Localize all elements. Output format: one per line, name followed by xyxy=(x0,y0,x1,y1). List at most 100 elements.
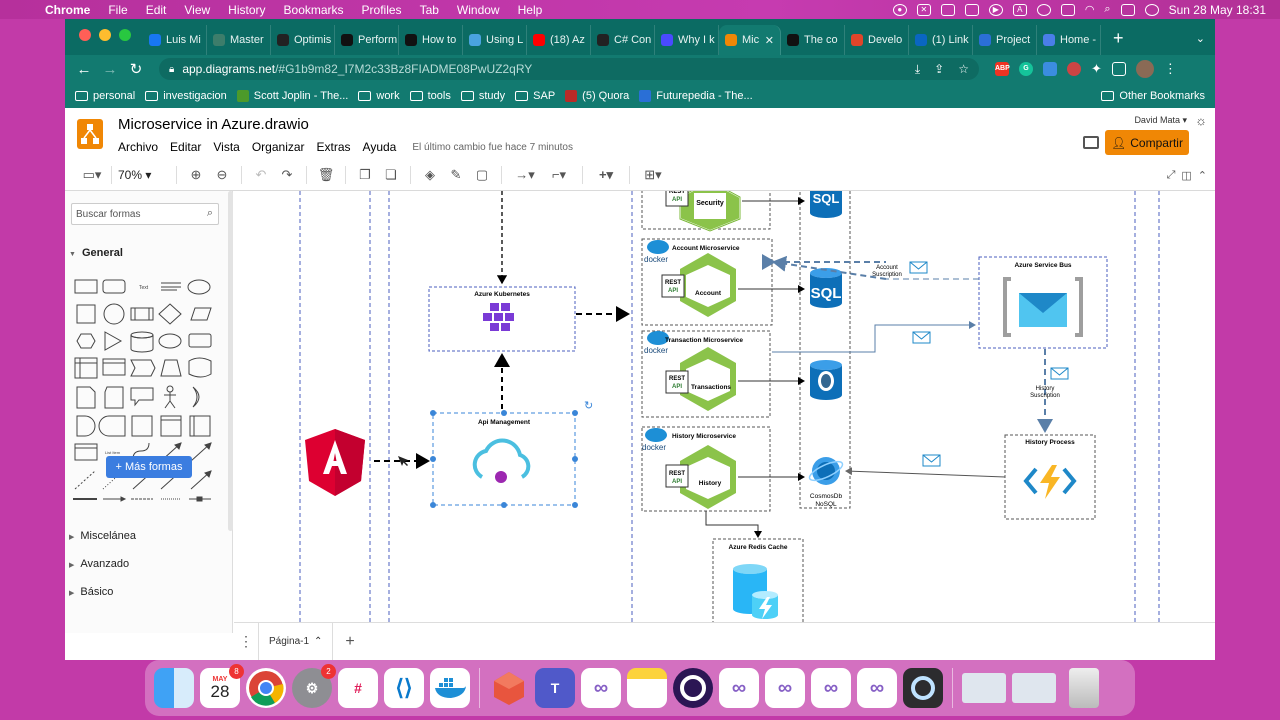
reload-icon[interactable]: ↻ xyxy=(129,61,143,78)
shadow-icon[interactable]: ▢ xyxy=(475,167,489,182)
database-column[interactable] xyxy=(799,191,851,509)
new-tab-button[interactable]: + xyxy=(1113,28,1124,48)
browser-tab[interactable]: C# Con xyxy=(591,25,655,55)
chevron-up-icon[interactable]: ⌃ xyxy=(314,636,323,647)
browser-tab[interactable]: (18) Az xyxy=(527,25,591,55)
bookmark-link[interactable]: (5) Quora xyxy=(565,89,639,102)
vscode-icon[interactable]: ⟨⟩ xyxy=(384,668,424,708)
section-basico[interactable]: ▶Básico xyxy=(69,586,113,598)
cosmosdb-database[interactable]: CosmosDb NoSQL xyxy=(807,457,845,508)
zoom-in-icon[interactable]: ⊕ xyxy=(190,167,202,182)
visual-studio-icon-4[interactable]: ∞ xyxy=(811,668,851,708)
menu-editar[interactable]: Editar xyxy=(170,140,202,154)
adblock-extension-icon[interactable]: ABP xyxy=(995,62,1010,76)
user-name[interactable]: David Mata ▾ xyxy=(1134,115,1187,125)
format-toggle-icon[interactable]: ◫ xyxy=(1181,169,1192,182)
shape-search-input[interactable]: Buscar formas⌕ xyxy=(71,203,219,225)
control-center-icon[interactable] xyxy=(1120,3,1135,16)
history-subscription-link[interactable]: History Suscription xyxy=(1030,349,1069,433)
line-color-icon[interactable]: ✎ xyxy=(450,167,462,182)
share-page-icon[interactable]: ⇪ xyxy=(934,61,945,76)
section-miscelanea[interactable]: ▶Miscelánea xyxy=(69,530,136,542)
system-settings-icon[interactable]: ⚙︎2 xyxy=(292,664,336,708)
bookmark-folder[interactable]: work xyxy=(358,90,409,102)
menu-clock[interactable]: Sun 28 May 18:31 xyxy=(1168,2,1266,17)
zoom-select[interactable]: 70% ▾ xyxy=(118,168,152,182)
menu-window[interactable]: Window xyxy=(456,2,500,17)
minimize-window-button[interactable] xyxy=(99,29,111,41)
document-title[interactable]: Microservice in Azure.drawio xyxy=(118,116,309,133)
api-management[interactable]: Api Management ↻ xyxy=(430,353,593,508)
office-app-icon[interactable] xyxy=(489,668,529,708)
menu-app-name[interactable]: Chrome xyxy=(45,2,91,17)
profile-avatar[interactable] xyxy=(1135,60,1154,78)
browser-tab[interactable]: Master xyxy=(207,25,271,55)
back-icon[interactable]: ← xyxy=(76,60,92,78)
fill-color-icon[interactable]: ◈ xyxy=(425,167,435,182)
docker-icon[interactable] xyxy=(430,668,470,708)
siri-icon[interactable] xyxy=(1144,3,1159,16)
menu-extras[interactable]: Extras xyxy=(316,140,351,154)
menu-history[interactable]: History xyxy=(228,2,266,17)
browser-tab[interactable]: The co xyxy=(781,25,845,55)
calendar-icon[interactable]: MAY 28 8 xyxy=(200,664,244,708)
bookmark-folder[interactable]: investigacion xyxy=(145,90,237,102)
visual-studio-icon-3[interactable]: ∞ xyxy=(765,668,805,708)
keyboard-status-icon[interactable] xyxy=(964,3,979,16)
browser-tab[interactable]: (1) Link xyxy=(909,25,973,55)
postgres-database[interactable] xyxy=(810,360,842,400)
pages-menu-icon[interactable]: ⋮ xyxy=(239,633,253,649)
clock-status-icon[interactable] xyxy=(1036,3,1051,16)
spotlight-icon[interactable]: ⌕ xyxy=(1104,3,1111,15)
menu-tab[interactable]: Tab xyxy=(419,2,439,17)
battery-icon[interactable] xyxy=(1060,3,1075,16)
table-icon[interactable]: ⊞▾ xyxy=(644,167,662,182)
address-bar[interactable]: 🔒︎ app.diagrams.net/#G1b9m82_I7M2c33Bz8F… xyxy=(159,58,979,80)
security-microservice[interactable]: Security REST API xyxy=(641,191,805,233)
browser-tab[interactable]: Using L xyxy=(463,25,527,55)
screenshot-thumbnail-2[interactable] xyxy=(1012,673,1056,703)
transaction-microservice[interactable]: docker Transaction Microservice Transact… xyxy=(641,330,805,418)
menu-archivo[interactable]: Archivo xyxy=(118,140,159,154)
slack-icon[interactable]: # xyxy=(338,668,378,708)
browser-tab[interactable]: Project xyxy=(973,25,1037,55)
record-status-icon[interactable]: ● xyxy=(892,3,907,16)
diagram-canvas[interactable]: Security REST API SQL docker Account Mic… xyxy=(234,191,1215,622)
sql-database-account[interactable]: SQL xyxy=(810,268,842,308)
forward-icon[interactable]: → xyxy=(102,60,118,78)
teams-icon[interactable]: T xyxy=(535,668,575,708)
menu-help[interactable]: Help xyxy=(517,2,543,17)
section-avanzado[interactable]: ▶Avanzado xyxy=(69,558,129,570)
history-process-function[interactable]: History Process xyxy=(845,434,1096,520)
account-microservice[interactable]: docker Account Microservice Account REST… xyxy=(641,238,805,326)
visual-studio-icon-2[interactable]: ∞ xyxy=(719,668,759,708)
add-page-button[interactable]: + xyxy=(345,632,355,650)
trash-icon[interactable] xyxy=(1069,668,1099,708)
angular-client[interactable] xyxy=(305,429,430,496)
section-general[interactable]: ▼General xyxy=(69,247,123,259)
extension-icon-2[interactable] xyxy=(1067,62,1081,76)
fullscreen-icon[interactable]: ⤢ xyxy=(1166,168,1176,181)
bookmark-star-icon[interactable]: ☆ xyxy=(958,61,969,76)
visual-studio-icon-5[interactable]: ∞ xyxy=(857,668,897,708)
insert-icon[interactable]: +▾ xyxy=(598,167,614,182)
browser-tab[interactable]: Why I k xyxy=(655,25,719,55)
menu-view[interactable]: View xyxy=(184,2,211,17)
menu-bookmarks[interactable]: Bookmarks xyxy=(283,2,344,17)
menu-vista[interactable]: Vista xyxy=(213,140,240,154)
bookmark-folder[interactable]: SAP xyxy=(515,90,565,102)
install-app-icon[interactable]: ⤓ xyxy=(914,61,921,76)
finder-icon[interactable] xyxy=(154,668,194,708)
text-status-icon[interactable]: A xyxy=(1012,3,1027,16)
share-button[interactable]: 👤︎Compartir xyxy=(1105,130,1189,155)
last-change-note[interactable]: El último cambio fue hace 7 minutos xyxy=(412,142,573,153)
search-icon[interactable]: ⌕ xyxy=(206,207,213,219)
history-microservice[interactable]: docker History Microservice History REST… xyxy=(641,426,805,538)
azure-service-bus[interactable]: Azure Service Bus xyxy=(978,256,1108,349)
more-shapes-button[interactable]: + Más formas xyxy=(106,456,192,478)
format-panel-icon[interactable]: ▭▾ xyxy=(82,167,102,182)
transaction-to-servicebus-link[interactable] xyxy=(772,321,976,353)
collapse-icon[interactable]: ⌃ xyxy=(1197,169,1207,182)
bookmark-link[interactable]: Futurepedia - The... xyxy=(639,89,762,102)
menu-file[interactable]: File xyxy=(108,2,128,17)
